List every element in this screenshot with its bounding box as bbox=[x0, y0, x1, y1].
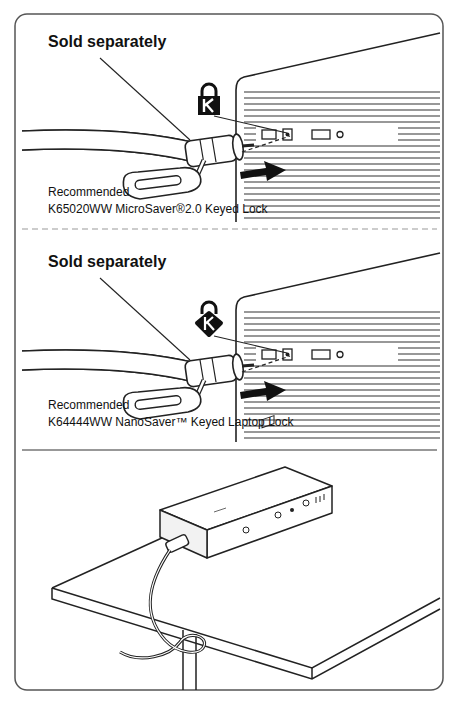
sold-separately-note: Sold separately bbox=[48, 33, 428, 51]
dock-lock-illustration bbox=[22, 253, 440, 442]
divider-line bbox=[22, 228, 437, 229]
recommended-note: Recommended bbox=[48, 399, 428, 413]
leader-line bbox=[214, 116, 287, 133]
sold-separately-note: Sold separately bbox=[48, 253, 428, 271]
leader-line bbox=[214, 336, 287, 353]
leader-line bbox=[100, 278, 190, 360]
panel-border bbox=[15, 14, 443, 690]
dock-lock-illustration bbox=[22, 33, 440, 222]
lock-cable bbox=[120, 534, 205, 658]
lock-symbol bbox=[197, 302, 221, 335]
docking-station bbox=[160, 416, 332, 558]
product-name: K65020WW MicroSaver®2.0 Keyed Lock bbox=[48, 203, 428, 217]
product-name: K64444WW NanoSaver™ Keyed Laptop Lock bbox=[48, 416, 428, 430]
divider-line bbox=[22, 449, 437, 450]
leader-line bbox=[100, 58, 190, 140]
lock-symbol bbox=[198, 84, 220, 115]
recommended-note: Recommended bbox=[48, 186, 428, 200]
